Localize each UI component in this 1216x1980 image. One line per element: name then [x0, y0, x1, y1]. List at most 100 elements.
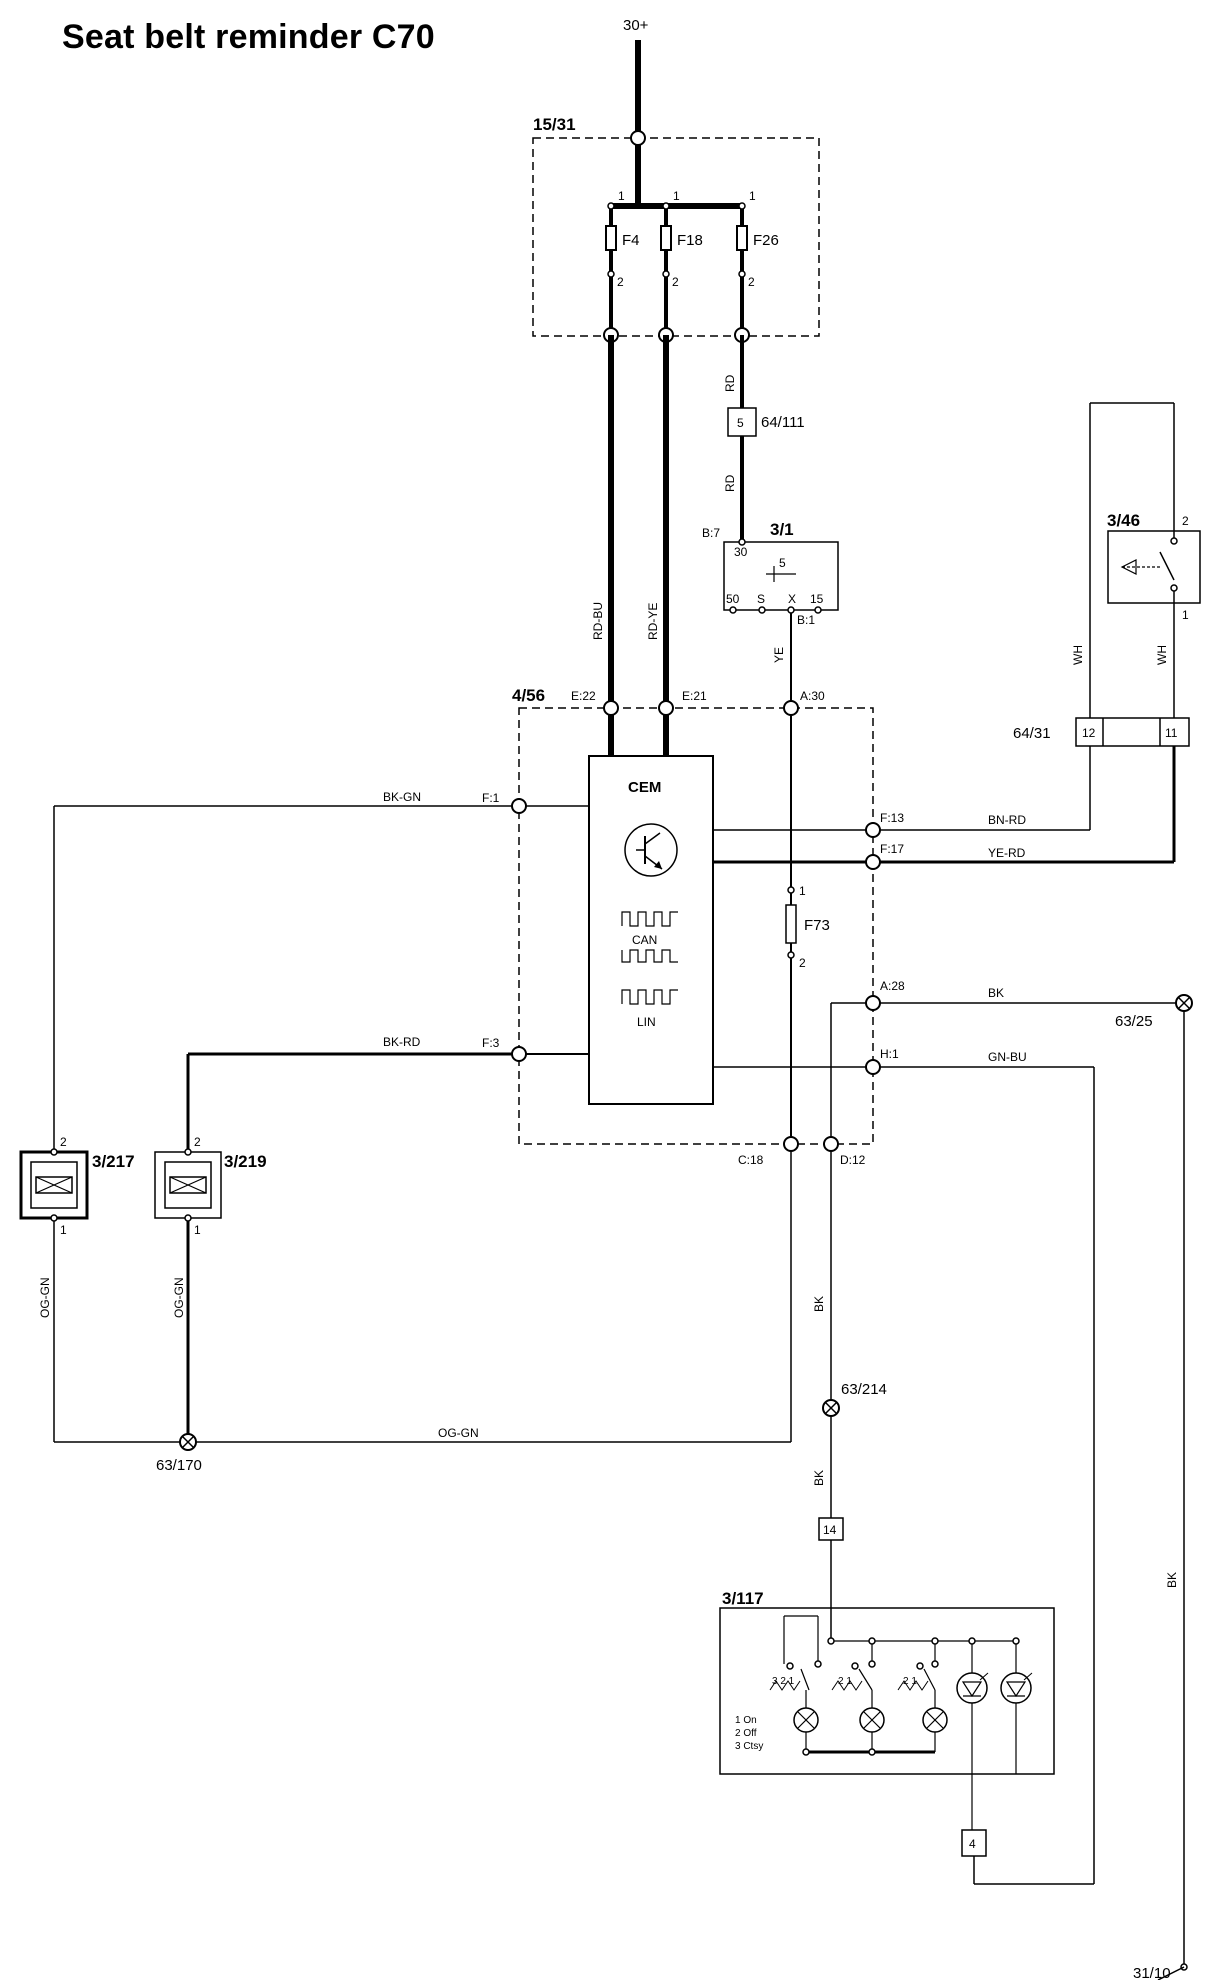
can-bus-icon: CAN — [621, 911, 678, 963]
node-cem-f17 — [865, 854, 881, 870]
buckle-switch-3-46: 3/46 2 1 — [1107, 403, 1201, 622]
node-cem-f13 — [865, 822, 881, 838]
cem-pin-a28: A:28 — [880, 979, 905, 993]
wire-label-wh-left: WH — [1071, 645, 1085, 665]
sensor-3-217: 2 1 3/217 — [19, 1135, 135, 1237]
cem-pin-f13: F:13 — [880, 811, 904, 825]
sensor-3-219: 2 1 3/219 — [154, 1135, 267, 1237]
ground-63-170: 63/170 — [156, 1433, 202, 1474]
connector-64-31: 12 11 64/31 — [1013, 717, 1190, 747]
wire-label-bn-rd: BN-RD — [988, 813, 1026, 827]
transistor-icon — [624, 823, 678, 877]
node-cem-f1 — [511, 798, 527, 814]
fuse-box-id: 15/31 — [533, 115, 576, 134]
buckle-switch-pin1: 1 — [1182, 608, 1189, 622]
node-cem-e21 — [658, 700, 674, 716]
sensor-3-219-label: 3/219 — [224, 1152, 267, 1171]
fuse-f26-label: F26 — [753, 232, 779, 249]
sensor-3-217-label: 3/217 — [92, 1152, 135, 1171]
led-1-icon — [956, 1672, 989, 1704]
cem-4-56: 4/56 CEM CAN LIN E:22 E:21 A:30 F:1 F:3 … — [482, 686, 905, 1167]
wire-label-bk-gn: BK-GN — [383, 790, 421, 804]
wire-label-bk-a28: BK — [988, 986, 1004, 1000]
ignition-terminal-15: 15 — [810, 592, 824, 606]
fuse-f26-pin1: 1 — [749, 189, 756, 203]
wire-bn-rd: BN-RD — [880, 746, 1091, 831]
cem-pin-e21: E:21 — [682, 689, 707, 703]
wire-bk-d12: BK BK — [812, 1151, 832, 1641]
panel-legend-on: 1 On — [735, 1715, 757, 1726]
node-cem-a28 — [865, 995, 881, 1011]
cem-pin-f1: F:1 — [482, 791, 500, 805]
cem-pin-f3: F:3 — [482, 1036, 500, 1050]
ignition-switch-position: 5 — [779, 556, 786, 570]
led-2-icon — [1000, 1672, 1033, 1704]
wire-gn-bu: GN-BU — [880, 1050, 1095, 1885]
connector-64-31-pin12: 12 — [1082, 726, 1096, 740]
fuse-f26-pin2: 2 — [748, 275, 755, 289]
fuse-f18-body — [660, 225, 672, 251]
wire-bk-a28: BK BK — [830, 986, 1185, 1964]
panel-3-117: 3/117 3 2 1 2 1 — [719, 1589, 1055, 1830]
connector-64-31-label: 64/31 — [1013, 725, 1051, 742]
wire-label-og-gn-mid: OG-GN — [172, 1277, 186, 1318]
power-supply: 30+ — [623, 17, 649, 138]
wire-ye-rd: YE-RD — [880, 746, 1176, 864]
ignition-terminal-30: 30 — [734, 545, 748, 559]
ground-63-214-label: 63/214 — [841, 1381, 887, 1398]
node-fuse-box-feed — [630, 130, 646, 146]
cem-pin-f17: F:17 — [880, 842, 904, 856]
buckle-switch-id: 3/46 — [1107, 511, 1140, 530]
wire-og-gn: OG-GN OG-GN OG-GN — [38, 1151, 792, 1443]
fuse-f73-pin2: 2 — [799, 956, 806, 970]
wire-rd: RD RD — [723, 335, 744, 542]
ignition-terminal-x: X — [788, 592, 796, 606]
wire-wh-left: WH — [1071, 402, 1174, 718]
connector-14-label: 14 — [823, 1523, 837, 1537]
wire-rd-ye: RD-YE — [646, 335, 669, 758]
node-cem-a30 — [783, 700, 799, 716]
wire-bk-rd: BK-RD — [186, 1035, 512, 1150]
fuse-f4-pin1: 1 — [618, 189, 625, 203]
ignition-switch-3-1: 3/1 B:7 30 5 50 S X 15 B:1 — [702, 520, 839, 627]
wire-label-rd-bu: RD-BU — [591, 602, 605, 640]
fuse-f4-pin2: 2 — [617, 275, 624, 289]
wire-label-og-gn-left: OG-GN — [38, 1277, 52, 1318]
connector-14: 14 — [818, 1517, 844, 1541]
wire-ye: YE — [772, 613, 792, 705]
wire-rd-bu: RD-BU — [591, 335, 614, 758]
switch-3-icon: 2 1 — [897, 1660, 939, 1708]
ignition-switch-id: 3/1 — [770, 520, 794, 539]
supply-label: 30+ — [623, 17, 649, 34]
lamp-3-icon — [922, 1707, 948, 1733]
fuse-f73-pin1: 1 — [799, 884, 806, 898]
lin-bus-label: LIN — [637, 1015, 656, 1029]
ground-63-170-label: 63/170 — [156, 1457, 202, 1474]
sensor-3-217-pin2: 2 — [60, 1135, 67, 1149]
switch-1-icon: 3 2 1 — [769, 1660, 822, 1708]
wire-label-gn-bu: GN-BU — [988, 1050, 1027, 1064]
wire-label-og-gn-bottom: OG-GN — [438, 1426, 479, 1440]
switch-1-positions: 3 2 1 — [772, 1676, 795, 1687]
fuse-f4-label: F4 — [622, 232, 640, 249]
wire-label-bk-d12: BK — [812, 1296, 826, 1312]
node-cem-h1 — [865, 1059, 881, 1075]
connector-64-111-pin: 5 — [737, 416, 744, 430]
connector-64-31-pin11: 11 — [1165, 726, 1178, 740]
ground-31-10-label: 31/10 — [1133, 1965, 1171, 1980]
connector-4-label: 4 — [969, 1837, 976, 1851]
fuse-box-15-31: 15/31 1 1 1 F4 F18 F26 2 2 2 — [532, 115, 820, 343]
wire-label-wh-right: WH — [1155, 645, 1169, 665]
ground-63-25: 63/25 — [1115, 994, 1193, 1030]
fuse-f18-label: F18 — [677, 232, 703, 249]
cem-id: 4/56 — [512, 686, 545, 705]
switch-2-icon: 2 1 — [831, 1660, 876, 1708]
wire-label-bk-ground: BK — [1165, 1572, 1179, 1588]
cem-pin-a30: A:30 — [800, 689, 825, 703]
connector-64-111: 5 64/111 — [727, 407, 805, 437]
panel-legend-ctsy: 3 Ctsy — [735, 1741, 763, 1752]
buckle-switch-pin2: 2 — [1182, 514, 1189, 528]
fuse-f18-pin1: 1 — [673, 189, 680, 203]
switch-3-positions: 2 1 — [903, 1676, 917, 1687]
wire-wh-right: WH — [1155, 591, 1175, 718]
